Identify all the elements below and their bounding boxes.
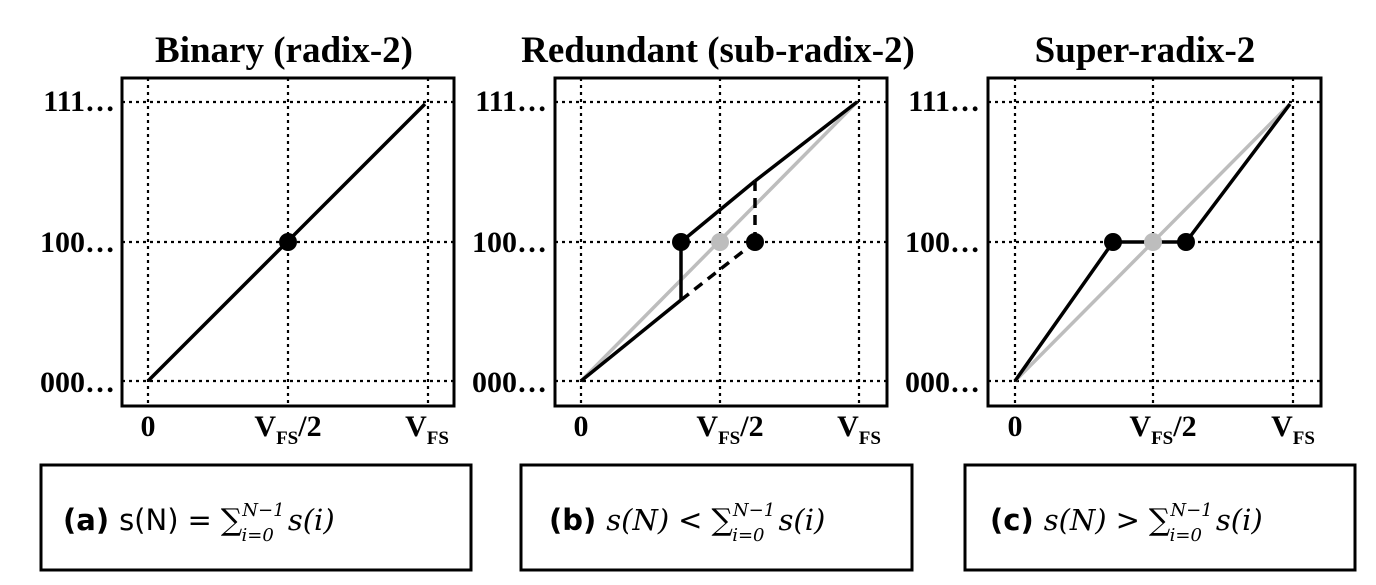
ideal-mid-point [711, 233, 729, 251]
y-tick-111: 111… [908, 85, 980, 118]
panel-binary: Binary (radix-2) 111… 100… 000… 0 VFS/2 … [39, 30, 473, 572]
x-tick-zero: 0 [1008, 410, 1023, 443]
y-tick-000: 000… [40, 366, 115, 399]
x-tick-zero: 0 [574, 410, 589, 443]
panel-super-radix: Super-radix-2 111… 100… 000… 0 VFS/2 VFS… [905, 30, 1357, 572]
mid-code-point [279, 233, 297, 251]
x-tick-zero: 0 [141, 410, 156, 443]
ideal-mid-point [1144, 233, 1162, 251]
x-tick-half: VFS/2 [254, 410, 321, 449]
transfer-upper-segment [753, 100, 859, 183]
transfer-upper-jump [679, 179, 757, 244]
x-tick-half: VFS/2 [1129, 410, 1196, 449]
panel-title: Redundant (sub-radix-2) [521, 30, 915, 71]
panel-title: Super-radix-2 [1035, 30, 1256, 71]
panel-title: Binary (radix-2) [155, 30, 413, 71]
panel-redundant: Redundant (sub-radix-2) 111… 100… 000… 0… [472, 30, 915, 572]
y-tick-111: 111… [475, 85, 547, 118]
gridlines [555, 78, 887, 406]
y-tick-111: 111… [43, 85, 115, 118]
x-tick-full: VFS [1271, 410, 1315, 449]
caption-box [39, 463, 473, 572]
y-tick-100: 100… [472, 226, 547, 259]
gridlines [122, 78, 454, 406]
upper-threshold-point [746, 233, 764, 251]
gridlines [988, 78, 1321, 406]
x-tick-full: VFS [837, 410, 881, 449]
y-tick-000: 000… [472, 366, 547, 399]
lower-threshold-point [1104, 233, 1122, 251]
upper-threshold-point [1177, 233, 1195, 251]
x-tick-half: VFS/2 [696, 410, 763, 449]
y-tick-100: 100… [40, 226, 115, 259]
lower-threshold-point [672, 233, 690, 251]
caption-box [963, 463, 1357, 572]
y-tick-000: 000… [905, 366, 980, 399]
x-tick-full: VFS [405, 410, 449, 449]
y-tick-100: 100… [905, 226, 980, 259]
transfer-lower-segment [579, 298, 683, 383]
caption-box [519, 463, 914, 572]
